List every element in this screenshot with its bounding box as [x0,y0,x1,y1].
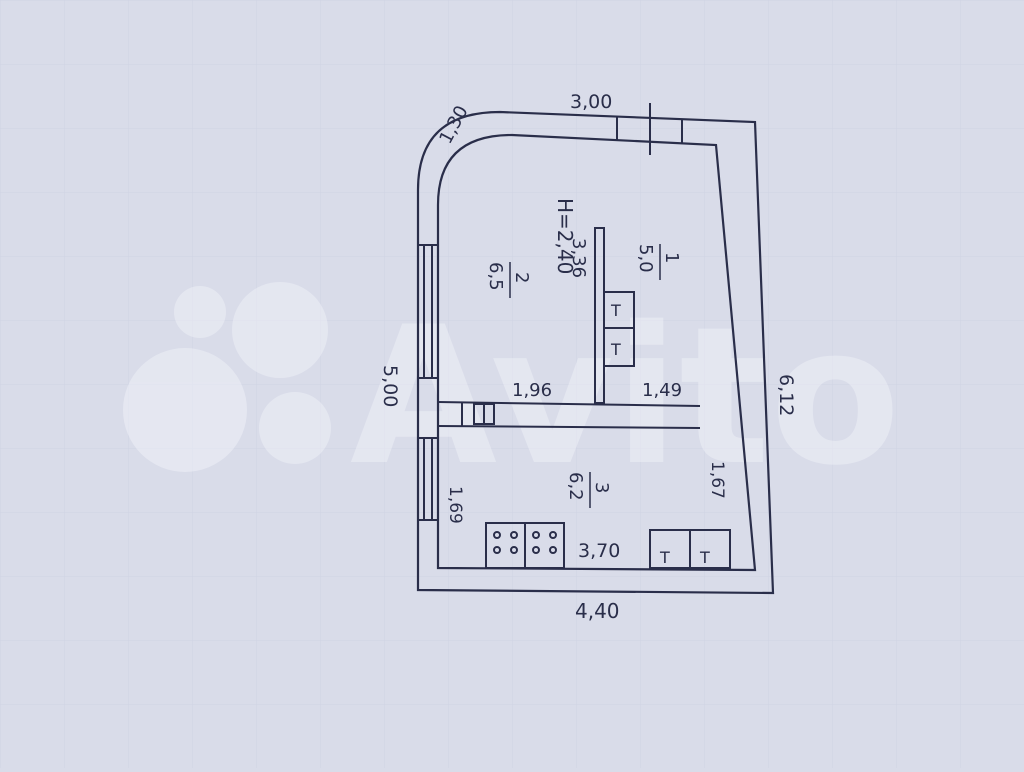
dim-top: 3,00 [570,91,612,113]
room-number: 2 [511,272,532,283]
room-area: 5,0 [635,244,656,273]
dim-partition-vertical: 3,36 [568,238,589,278]
dim-partition-right: 1,49 [642,380,682,401]
avito-watermark: Avito [123,282,901,507]
bathroom-fixtures [603,291,635,367]
dim-bottom-inner: 3,70 [578,540,620,562]
kitchen-counter [649,529,731,569]
dim-left: 5,00 [379,365,401,407]
outer-walls [416,110,775,595]
toilet-symbol: T [610,301,621,320]
room-number: 3 [591,482,612,493]
room-1-marker: 1 5,0 [635,244,682,280]
room-area: 6,2 [565,472,586,501]
watermark-text: Avito [350,286,901,507]
room-number: 1 [661,252,682,263]
toilet-symbol: T [610,340,621,359]
room-3-marker: 3 6,2 [565,472,612,508]
dim-partition-left: 1,96 [512,380,552,401]
dim-bottom: 4,40 [575,599,620,623]
room-2-marker: 2 6,5 [485,262,532,298]
left-windows [418,244,438,521]
dim-left-lower: 1,69 [445,486,465,524]
dim-right: 6,12 [775,374,797,416]
ceiling-height-label: H=2,40 [553,198,577,274]
dim-right-lower: 1,67 [707,461,727,499]
room-area: 6,5 [485,262,506,291]
stove-icon [485,522,565,569]
sink-symbol: T [659,548,670,567]
sink-symbol: T [699,548,710,567]
top-window [616,103,683,155]
